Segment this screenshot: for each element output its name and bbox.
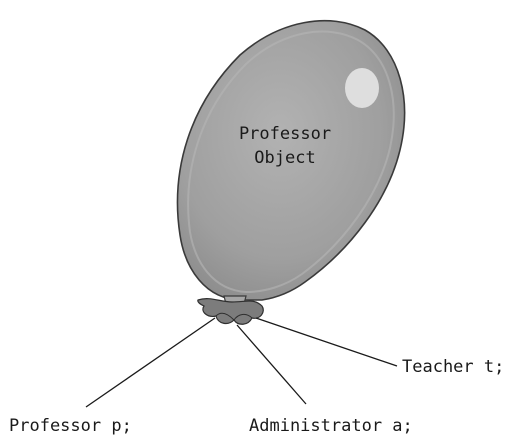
balloon-title-line1: Professor (239, 124, 331, 144)
balloon-highlight (345, 68, 379, 108)
balloon-tie (198, 299, 263, 325)
label-administrator: Administrator a; (249, 416, 413, 436)
label-professor: Professor p; (9, 416, 132, 436)
reference-line-professor (86, 318, 215, 407)
balloon-title-line2: Object (254, 148, 315, 168)
reference-line-teacher (256, 318, 397, 366)
label-teacher: Teacher t; (402, 357, 504, 377)
reference-line-administrator (237, 325, 306, 404)
